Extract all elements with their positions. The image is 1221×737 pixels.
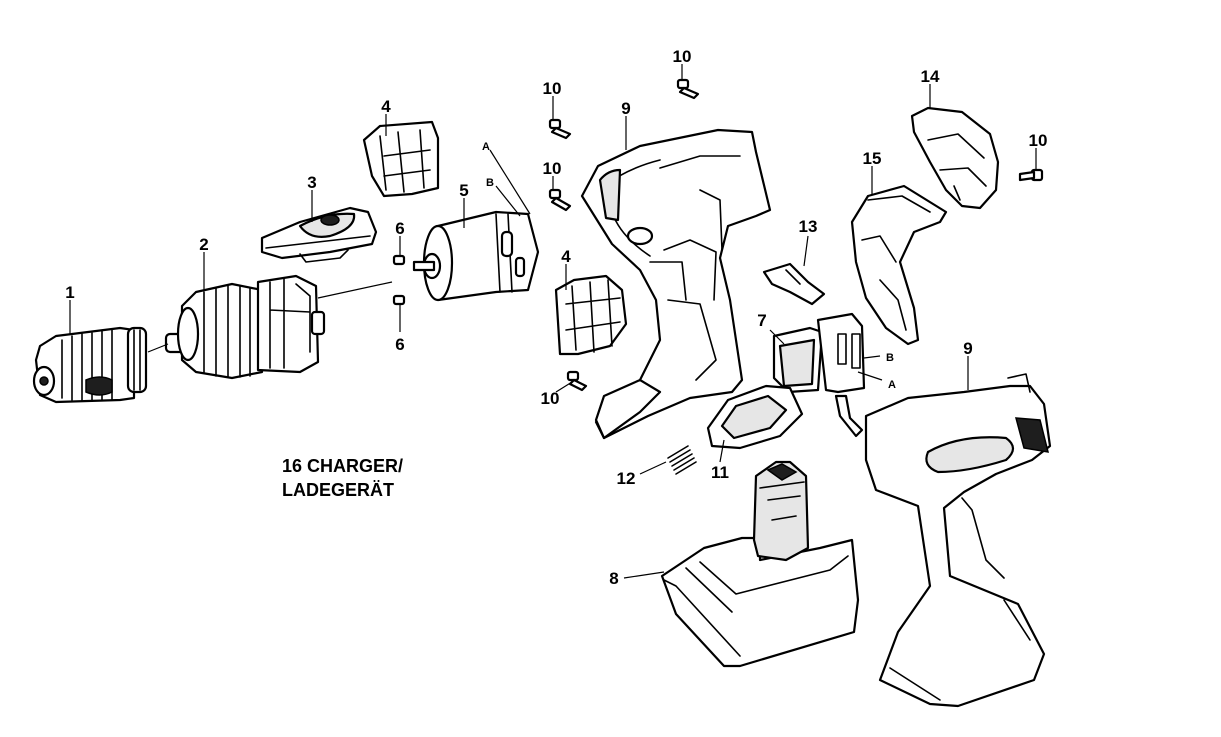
screw-10a — [548, 118, 572, 140]
part-1-chuck — [32, 326, 148, 404]
label-part-11: 11 — [711, 463, 729, 482]
letter-motor-a: A — [482, 141, 490, 153]
part-9-right-housing — [864, 373, 1052, 708]
label-part-6-lower: 6 — [395, 335, 404, 354]
screw-10c — [548, 188, 572, 212]
screw-10e — [1018, 168, 1044, 182]
label-part-12: 12 — [617, 469, 636, 488]
part-4-upper-clip — [362, 120, 440, 198]
label-part-7: 7 — [757, 311, 766, 330]
part-4-lower-clip — [554, 274, 628, 356]
letter-switch-a: A — [888, 379, 896, 391]
part-13-slider — [762, 262, 826, 306]
part-14-top-cap — [910, 106, 1000, 210]
part-15-back-cover — [850, 184, 948, 346]
part-7-switch — [772, 312, 866, 438]
label-part-13: 13 — [799, 217, 818, 236]
screw-10d — [566, 370, 588, 392]
part-10-screws — [548, 78, 1044, 392]
label-part-6-upper: 6 — [395, 219, 404, 238]
label-part-1: 1 — [65, 283, 74, 302]
letter-motor-b: B — [486, 177, 494, 189]
part-number-labels: 1 2 3 4 4 5 6 6 7 8 9 9 10 10 10 10 10 1… — [65, 47, 1047, 588]
label-part-4-upper: 4 — [381, 97, 391, 116]
charger-note-line-2: LADEGERÄT — [282, 480, 394, 500]
label-part-10c: 10 — [543, 159, 562, 178]
label-part-10b: 10 — [673, 47, 692, 66]
label-part-5: 5 — [459, 181, 468, 200]
letter-switch-b: B — [886, 352, 894, 364]
label-part-10d: 10 — [541, 389, 560, 408]
part-9-left-housing — [580, 128, 772, 440]
part-5-motor — [412, 210, 540, 302]
label-part-15: 15 — [863, 149, 882, 168]
part-12-spring — [667, 445, 697, 475]
label-part-8: 8 — [609, 569, 618, 588]
connection-letters: A B B A — [482, 141, 896, 391]
label-part-10a: 10 — [543, 79, 562, 98]
charger-note-line-1: 16 CHARGER/ — [282, 456, 403, 476]
part-3-top-cover — [260, 206, 378, 263]
label-part-9-left: 9 — [621, 99, 630, 118]
leader-lines — [69, 64, 1037, 579]
part-2-gearbox — [164, 274, 326, 380]
label-part-10e: 10 — [1029, 131, 1048, 150]
label-part-2: 2 — [199, 235, 208, 254]
label-part-9-right: 9 — [963, 339, 972, 358]
screw-10b — [676, 78, 700, 100]
label-part-14: 14 — [921, 67, 940, 86]
label-part-4-lower: 4 — [561, 247, 571, 266]
part-8-battery — [660, 460, 860, 668]
label-part-3: 3 — [307, 173, 316, 192]
part-11-contact-plate — [706, 384, 804, 450]
part-6-screws — [392, 254, 406, 306]
charger-note: 16 CHARGER/ LADEGERÄT — [282, 456, 403, 500]
